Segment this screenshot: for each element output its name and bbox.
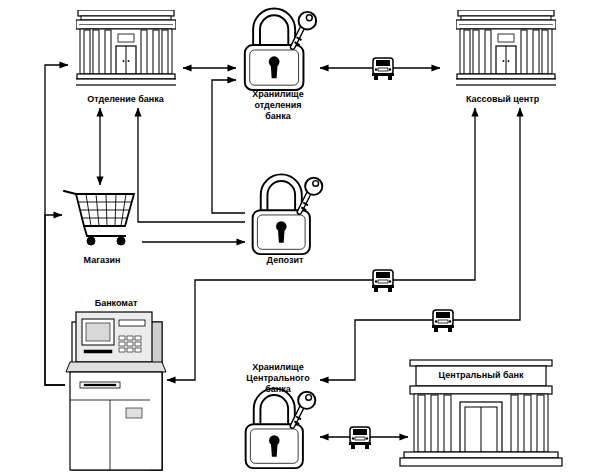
atm-icon-part [119, 348, 125, 352]
node-label: Кассовый центр [443, 94, 563, 105]
atm-icon-part [86, 323, 110, 341]
cash-center: Кассовый центр [440, 10, 565, 108]
atm-icon-part [70, 372, 162, 470]
atm-icon-part [66, 362, 166, 372]
deposit: Депозит [245, 172, 325, 266]
bank-building-icon [74, 10, 178, 85]
cash-truck [372, 270, 394, 292]
atm-icon-part [76, 312, 152, 362]
central-bank-icon-part [410, 386, 552, 394]
atm-icon-part [135, 348, 141, 352]
central-bank-icon-part [410, 360, 552, 366]
central-bank-icon-part [444, 395, 451, 452]
shopping-cart-icon-part [87, 237, 95, 245]
flow-arrow [142, 241, 245, 242]
cash-truck [432, 310, 454, 332]
deposit-lock-icon [253, 178, 323, 254]
central-bank-vault: Хранилище Центрального банка [236, 362, 320, 470]
branch-vault: Хранилище отделения банка [236, 6, 320, 124]
vault-lock-icon [246, 392, 316, 468]
atm-icon-part [84, 384, 116, 386]
atm-icon-part [80, 382, 120, 388]
central-bank-icon-part [481, 407, 482, 452]
central-bank-icon [400, 360, 562, 466]
node-label: Хранилище Центрального банка [243, 362, 313, 395]
atm-icon-part [127, 336, 133, 340]
atm-icon [66, 312, 166, 470]
flow-arrow [167, 108, 475, 380]
cash-truck [372, 58, 394, 80]
atm-icon-part [127, 348, 133, 352]
central-bank-icon-part [460, 402, 502, 452]
central-bank-icon-part [404, 452, 558, 458]
flow-arrow [212, 80, 245, 213]
flow-arrow [138, 108, 245, 222]
central-bank-icon-part [400, 458, 562, 466]
flow-arrow [320, 108, 520, 380]
atm-icon-part [84, 350, 112, 353]
node-label: Центральный банк [418, 370, 544, 381]
central-bank-icon-part [418, 395, 425, 452]
atm-icon-part [126, 408, 142, 418]
cash-truck [349, 427, 371, 449]
central-bank-icon-part [414, 394, 548, 452]
central-bank-icon-part [416, 366, 546, 386]
shop: Магазин [62, 185, 142, 267]
central-bank-icon-part [537, 395, 544, 452]
atm-icon-part [135, 342, 141, 346]
central-bank: Центральный банк [408, 358, 554, 470]
bank-branch: Отделение банка [68, 10, 183, 108]
atm-icon-part [127, 342, 133, 346]
flow-arrow [45, 65, 68, 385]
vault-lock-icon [245, 12, 316, 90]
atm-icon-part [119, 320, 145, 326]
shopping-cart-icon-part [78, 202, 132, 218]
shopping-cart-icon-part [84, 226, 126, 236]
atm-icon-part [110, 400, 111, 470]
atm-icon-part [119, 336, 125, 340]
node-label: Депозит [247, 255, 323, 266]
shopping-cart-icon-part [76, 194, 134, 226]
flow-arrow [99, 108, 100, 185]
central-bank-icon-part [511, 395, 518, 452]
central-bank-icon-part [465, 407, 497, 452]
shopping-cart-icon [64, 191, 134, 245]
shopping-cart-icon-part [117, 237, 125, 245]
atm-icon-part [82, 319, 114, 345]
central-bank-icon-part [431, 395, 438, 452]
node-label: Хранилище отделения банка [243, 89, 313, 122]
atm-icon-part [135, 336, 141, 340]
flow-arrow [183, 67, 236, 68]
central-bank-icon-part [524, 395, 531, 452]
node-label: Отделение банка [71, 94, 181, 105]
cash-center-icon [454, 10, 558, 85]
shopping-cart-icon-part [64, 191, 76, 194]
flow-arrow [45, 215, 65, 385]
atm-icon-part [119, 342, 125, 346]
node-label: Банкомат [67, 298, 165, 309]
atm: Банкомат [65, 298, 167, 473]
node-label: Магазин [64, 255, 140, 266]
